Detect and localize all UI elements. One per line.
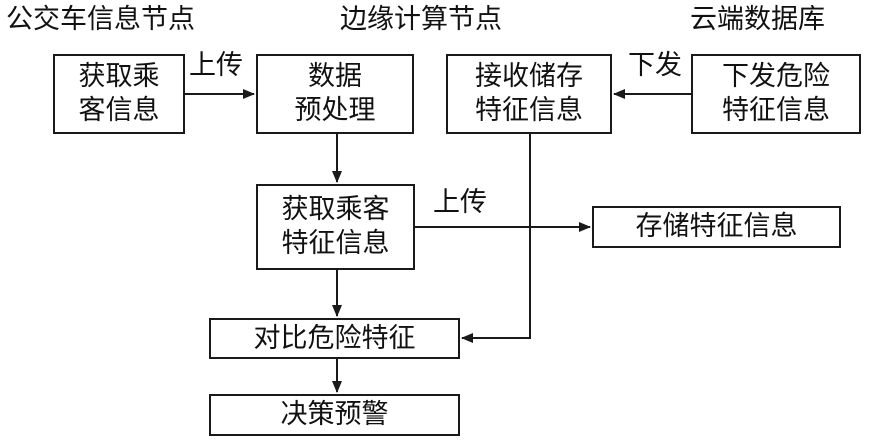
- node-get-passenger-info: 获取乘 客信息: [53, 54, 185, 134]
- node-get-passenger-features-label: 获取乘客 特征信息: [281, 194, 390, 259]
- node-preprocess-label: 数据 预处理: [294, 61, 376, 126]
- node-issue-danger: 下发危险 特征信息: [691, 54, 861, 134]
- issue-label: 下发: [628, 50, 682, 81]
- cloud-database-title: 云端数据库: [690, 4, 825, 35]
- node-preprocess: 数据 预处理: [256, 54, 414, 134]
- node-receive-features-label: 接收储存 特征信息: [475, 61, 583, 126]
- bus-node-title: 公交车信息节点: [6, 4, 195, 35]
- node-store-features-label: 存储特征信息: [635, 211, 798, 242]
- upload-label-1: 上传: [189, 50, 243, 81]
- node-issue-danger-label: 下发危险 特征信息: [722, 61, 830, 126]
- node-store-features: 存储特征信息: [592, 206, 841, 248]
- node-compare-danger: 对比危险特征: [209, 318, 460, 359]
- edge-node-title: 边缘计算节点: [340, 4, 502, 35]
- node-get-passenger-features: 获取乘客 特征信息: [256, 184, 415, 270]
- node-decision-warning-label: 决策预警: [280, 399, 389, 430]
- node-receive-features: 接收储存 特征信息: [446, 54, 612, 134]
- node-compare-danger-label: 对比危险特征: [253, 322, 416, 354]
- arrow-receive-to-compare: [461, 134, 531, 343]
- node-decision-warning: 决策预警: [209, 394, 460, 436]
- node-get-passenger-info-label: 获取乘 客信息: [78, 61, 160, 126]
- upload-label-2: 上传: [433, 187, 487, 218]
